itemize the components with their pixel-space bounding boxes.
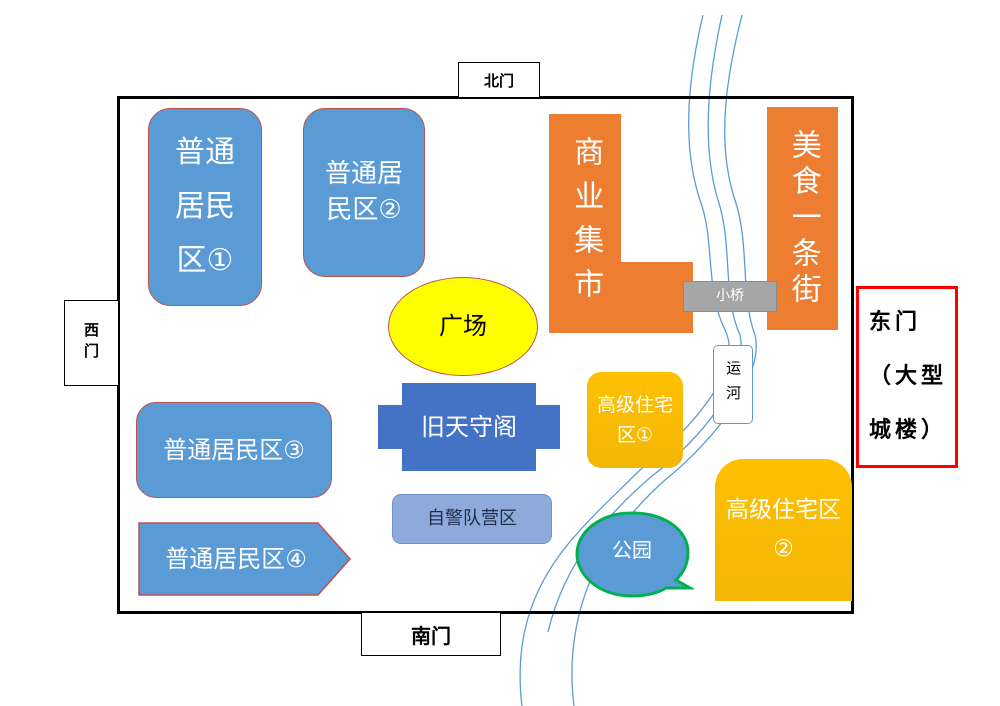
plaza: 广场 [388, 277, 538, 376]
north-gate-label: 北门 [483, 71, 514, 90]
residential-area-1-label: 普通居民区① [175, 135, 235, 278]
premium-residential-1-label: 高级住宅区① [596, 393, 673, 446]
canal-label: 运河 [724, 359, 743, 410]
park: 公园 [577, 515, 687, 585]
residential-area-1: 普通居民区① [148, 108, 262, 306]
plaza-label: 广场 [439, 312, 487, 341]
old-castle-tower-shape [378, 383, 560, 471]
commercial-market-label: 商业集市 [568, 136, 604, 312]
old-castle-tower-label: 旧天守阁 [421, 412, 517, 441]
residential-area-4-label: 普通居民区④ [165, 544, 307, 573]
commercial-market: 商业集市 [553, 118, 617, 330]
residential-area-4-shape [138, 522, 352, 596]
guard-camp: 自警队营区 [392, 494, 552, 544]
premium-residential-2: 高级住宅区② [715, 459, 852, 601]
premium-residential-1: 高级住宅区① [587, 372, 683, 468]
south-gate: 南门 [361, 612, 501, 656]
food-street: 美食一条街 [767, 107, 838, 330]
commercial-market-shape [549, 114, 693, 333]
small-bridge: 小桥 [683, 281, 777, 312]
park-shape [575, 511, 694, 598]
south-gate-label: 南门 [411, 623, 451, 648]
residential-area-4: 普通居民区④ [138, 522, 352, 596]
residential-area-3-label: 普通居民区③ [163, 435, 305, 464]
east-gate-label-line2: （大型 [869, 364, 948, 389]
residential-area-2-label: 普通居民区② [324, 159, 403, 225]
east-gate-label-line1: 东门 [869, 310, 922, 335]
old-castle-tower: 旧天守阁 [378, 383, 560, 471]
canal-label-box: 运河 [713, 345, 753, 424]
premium-residential-2-label: 高级住宅区② [726, 496, 841, 562]
small-bridge-label: 小桥 [716, 288, 744, 305]
guard-camp-label: 自警队营区 [427, 507, 517, 529]
west-gate: 西门 [64, 300, 119, 386]
west-gate-label: 西门 [82, 322, 100, 364]
park-label: 公园 [612, 537, 652, 562]
residential-area-2: 普通居民区② [303, 108, 425, 277]
east-gate-label-line3: 城楼） [869, 418, 948, 443]
residential-area-3: 普通居民区③ [136, 402, 332, 498]
north-gate: 北门 [458, 62, 540, 98]
food-street-label: 美食一条街 [785, 128, 821, 309]
east-gate: 东门 （大型 城楼） [856, 286, 958, 468]
